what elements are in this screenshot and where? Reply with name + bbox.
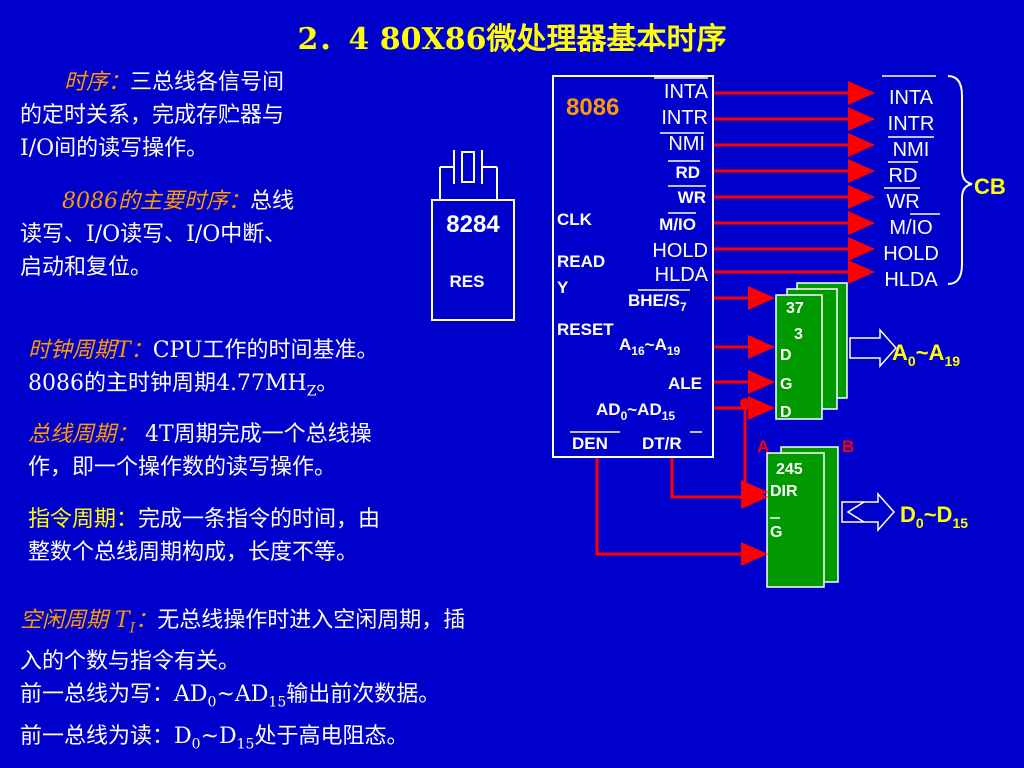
pin-mio: M/IO <box>659 215 696 234</box>
clock-unit-sub: Z <box>306 383 317 400</box>
write-text-c: 输出前次数据。 <box>286 682 441 708</box>
instruction-cycle-term: 指令周期： <box>28 507 139 532</box>
label-a: A <box>757 437 769 456</box>
chip-8284-label: 8284 <box>446 211 500 238</box>
idle-sub: I <box>129 620 136 637</box>
res-label: RES <box>450 272 485 291</box>
page-title: 2．4 80X86微处理器基本时序 <box>297 22 727 57</box>
main-timing-text-1: 总线 <box>250 189 295 214</box>
transceiver-num: 245 <box>776 461 803 478</box>
latch-d2-label: D <box>780 404 792 421</box>
main-timing: 8086的主要时序：总线 读写、I/O读写、I/O中断、 启动和复位。 <box>20 185 380 284</box>
pin-a16-a19: A16~A19 <box>619 335 681 358</box>
latch-g-label: G <box>780 376 792 393</box>
clk-pin: CLK <box>557 210 593 229</box>
timing-definition: 时序：三总线各信号间 的定时关系，完成存贮器与 I/O间的读写操作。 <box>20 66 380 165</box>
chip-8284 <box>431 199 515 321</box>
pin-bhe: BHE/S7 <box>628 291 687 314</box>
latch-373 <box>775 294 823 420</box>
transceiver-245 <box>766 452 825 588</box>
timing-text-3: I/O间的读写操作。 <box>20 136 209 161</box>
cb-label: CB <box>974 174 1006 199</box>
chip-8086-label: 8086 <box>566 94 619 121</box>
instruction-cycle-text-1: 完成一条指令的时间，由 <box>138 507 381 532</box>
ready-pin-1: READ <box>557 252 605 271</box>
instruction-cycle-text-2: 整数个总线周期构成，长度不等。 <box>28 540 359 565</box>
pin-ale: ALE <box>668 374 702 393</box>
read-text-c: 处于高电阻态。 <box>254 723 409 749</box>
main-timing-text-3: 启动和复位。 <box>20 255 153 280</box>
instruction-cycle: 指令周期：完成一条指令的时间，由 整数个总线周期构成，长度不等。 <box>28 503 508 569</box>
main-timing-term: 8086的主要时序： <box>62 189 250 214</box>
timing-term: 时序： <box>64 70 131 95</box>
latch-num-2: 3 <box>794 326 803 343</box>
clock-period-end: 。 <box>316 371 339 396</box>
write-text-b: ~AD <box>216 682 269 708</box>
pin-ad: AD0~AD15 <box>596 400 675 423</box>
cb-signal-intr: INTR <box>888 113 935 135</box>
clock-period-term: 时钟周期T： <box>28 338 153 363</box>
data-bus-arrow <box>841 492 896 532</box>
reset-pin: RESET <box>557 320 614 339</box>
pin-inta: INTA <box>664 81 709 103</box>
transceiver-dir: DIR <box>770 483 798 500</box>
pin-nmi: NMI <box>668 133 705 155</box>
main-timing-text-2: 读写、I/O读写、I/O中断、 <box>20 222 287 247</box>
read-sub-1: 0 <box>191 736 201 753</box>
cb-signal-inta: INTA <box>889 87 934 109</box>
bus-cycle-text-2: 作，即一个操作数的读写操作。 <box>28 455 337 480</box>
latch-num-1: 37 <box>786 300 804 317</box>
address-bus-label: A0~A19 <box>892 340 960 369</box>
read-sub-2: 15 <box>236 736 255 753</box>
bus-cycle-term: 总线周期： <box>28 422 139 447</box>
write-sub-2: 15 <box>268 694 287 711</box>
cb-signal-mio: M/IO <box>889 217 932 239</box>
pin-hold: HOLD <box>652 240 708 262</box>
data-bus-label: D0~D15 <box>900 502 968 531</box>
write-sub-1: 0 <box>207 694 217 711</box>
read-text-a: 前一总线为读：D <box>20 723 192 749</box>
pin-dtr: DT/R <box>642 434 682 453</box>
read-text-b: ~D <box>200 723 237 749</box>
idle-cycle-text-2: 入的个数与指令有关。 <box>20 649 241 675</box>
latch-wires <box>714 286 775 420</box>
pin-den: DEN <box>572 434 608 453</box>
crystal-icon <box>439 150 498 200</box>
cb-signal-rd: RD <box>889 165 918 187</box>
address-bus-arrow <box>849 328 898 368</box>
pin-wr: WR <box>678 188 706 207</box>
idle-cycle: 空闲周期 TI：无总线操作时进入空闲周期，插 入的个数与指令有关。 前一总线为写… <box>20 604 640 761</box>
timing-text-2: 的定时关系，完成存贮器与 <box>20 103 285 128</box>
pin-rd: RD <box>675 163 700 182</box>
timing-text-1: 三总线各信号间 <box>130 70 285 95</box>
cb-signal-wr: WR <box>886 191 919 213</box>
cb-brace <box>947 75 973 285</box>
transceiver-g: G <box>770 524 782 541</box>
cb-signal-nmi: NMI <box>893 139 930 161</box>
pin-intr: INTR <box>661 107 708 129</box>
control-bus-wires <box>714 81 875 284</box>
clock-period: 时钟周期T：CPU工作的时间基准。 8086的主时钟周期4.77MHZ。 <box>28 334 508 408</box>
clock-period-text-2: 8086的主时钟周期4.77MH <box>28 371 307 396</box>
idle-cycle-term: 空闲周期 T <box>20 608 130 633</box>
bus-cycle: 总线周期： 4T周期完成一个总线操 作，即一个操作数的读写操作。 <box>28 418 508 484</box>
cb-signal-hold: HOLD <box>883 243 939 265</box>
transceiver-wires <box>595 403 768 566</box>
latch-d-label: D <box>780 347 792 364</box>
cb-signal-hlda: HLDA <box>884 269 938 291</box>
pin-hlda: HLDA <box>655 264 709 286</box>
clock-period-text-1: CPU工作的时间基准。 <box>152 338 379 363</box>
bus-cycle-text-1: 4T周期完成一个总线操 <box>145 422 372 447</box>
label-b: B <box>842 437 854 456</box>
idle-cycle-text-1: 无总线操作时进入空闲周期，插 <box>157 608 466 633</box>
ready-pin-2: Y <box>557 278 569 297</box>
write-text-a: 前一总线为写：AD <box>20 682 208 708</box>
chip-8086 <box>552 75 714 458</box>
idle-colon: ： <box>135 608 158 633</box>
